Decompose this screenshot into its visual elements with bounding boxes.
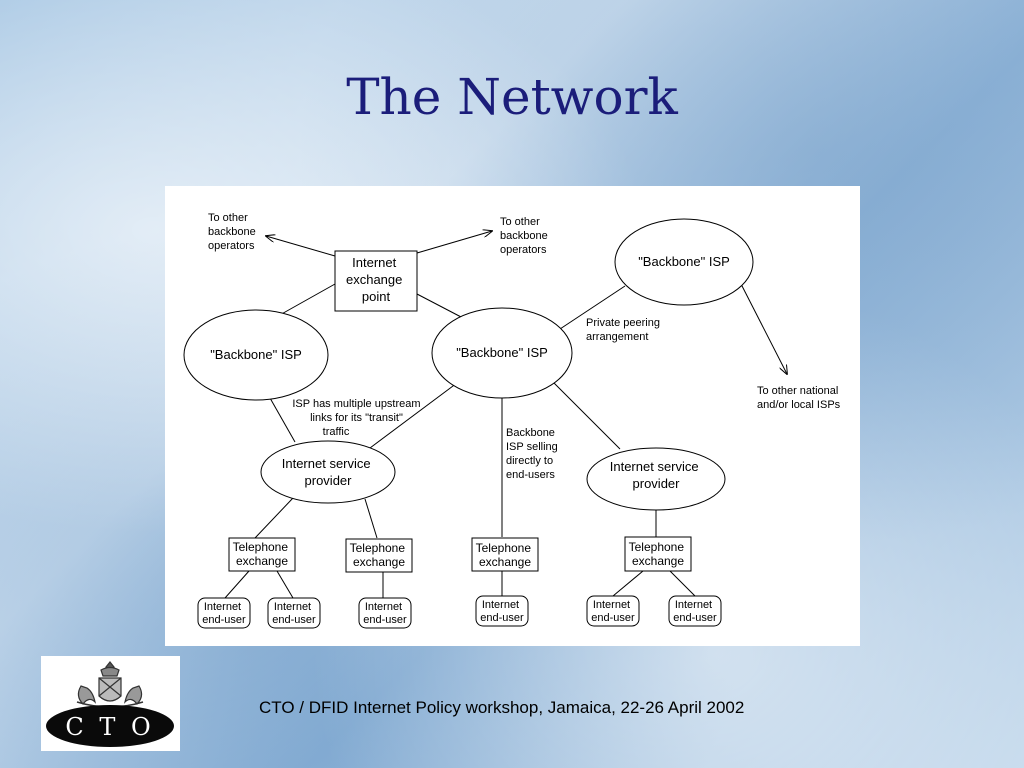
- enduser-1-box: [197, 597, 251, 629]
- link-isp-left-exchange-2: [364, 498, 378, 539]
- enduser-2-box: [267, 597, 321, 629]
- ixp-box: [334, 250, 418, 312]
- enduser-6-label: Internet end-user: [673, 599, 717, 624]
- isp-right-ellipse: [586, 447, 726, 511]
- enduser-5-box: [586, 595, 640, 627]
- isp-left-label: Internet service provider: [282, 456, 375, 488]
- link-backbone-left-isp-left: [269, 397, 296, 443]
- link-ixp-backbone-left: [277, 283, 336, 317]
- exchange-1-box: [228, 537, 296, 572]
- ixp-label: Internet exchange point: [346, 255, 406, 304]
- backbone-left-label: "Backbone" ISP: [210, 347, 302, 362]
- to-national-isps-note: To other national and/or local ISPs: [757, 385, 841, 411]
- exchange-2-box: [345, 538, 413, 573]
- arrow-to-other-backbone-right: [416, 231, 492, 254]
- backbone-right-label: "Backbone" ISP: [638, 254, 730, 269]
- exchange-2-label: Telephone exchange: [350, 541, 409, 569]
- arrow-to-other-backbone-left: [266, 236, 336, 257]
- link-exchange-4-enduser-6: [669, 570, 696, 597]
- selling-direct-note: Backbone ISP selling directly to end-use…: [506, 427, 561, 481]
- exchange-4-label: Telephone exchange: [629, 540, 688, 568]
- enduser-6-box: [668, 595, 722, 627]
- enduser-4-box: [475, 595, 529, 627]
- isp-left-ellipse: [260, 440, 396, 504]
- exchange-4-box: [624, 536, 692, 572]
- cto-logo: C T O: [41, 656, 180, 751]
- enduser-1-label: Internet end-user: [202, 601, 246, 626]
- link-isp-left-exchange-1: [254, 497, 294, 539]
- link-ixp-backbone-center: [416, 293, 464, 319]
- isp-right-label: Internet service provider: [610, 459, 703, 491]
- link-exchange-1-enduser-1: [224, 570, 250, 599]
- link-backbone-center-isp-left: [369, 382, 458, 449]
- link-exchange-4-enduser-5: [612, 570, 644, 597]
- backbone-left-ellipse: [183, 309, 329, 401]
- arrow-to-national-isps: [739, 281, 787, 374]
- multiple-upstream-note: ISP has multiple upstream links for its …: [292, 398, 423, 438]
- cto-letters: C T O: [65, 713, 154, 741]
- enduser-3-box: [358, 597, 412, 629]
- link-backbone-center-isp-right: [548, 377, 621, 450]
- enduser-3-label: Internet end-user: [363, 601, 407, 626]
- slide-title: The Network: [346, 68, 678, 126]
- backbone-center-label: "Backbone" ISP: [456, 345, 548, 360]
- exchange-3-box: [471, 537, 539, 572]
- footer-text: CTO / DFID Internet Policy workshop, Jam…: [259, 698, 745, 717]
- to-other-backbone-right-note: To other backbone operators: [500, 216, 551, 256]
- to-other-backbone-left-note: To other backbone operators: [208, 212, 259, 252]
- enduser-2-label: Internet end-user: [272, 601, 316, 626]
- enduser-4-label: Internet end-user: [480, 599, 524, 624]
- backbone-right-ellipse: [614, 218, 754, 306]
- link-exchange-1-enduser-2: [276, 570, 294, 599]
- coat-of-arms-icon: [76, 661, 144, 708]
- backbone-center-ellipse: [431, 307, 573, 399]
- network-diagram: Internet exchange point "Backbone" ISP "…: [165, 186, 860, 646]
- enduser-5-label: Internet end-user: [591, 599, 635, 624]
- exchange-3-label: Telephone exchange: [476, 541, 535, 569]
- exchange-1-label: Telephone exchange: [233, 540, 292, 568]
- link-backbone-center-backbone-right: [559, 285, 626, 330]
- cto-oval: [46, 705, 174, 747]
- private-peering-note: Private peering arrangement: [586, 317, 663, 343]
